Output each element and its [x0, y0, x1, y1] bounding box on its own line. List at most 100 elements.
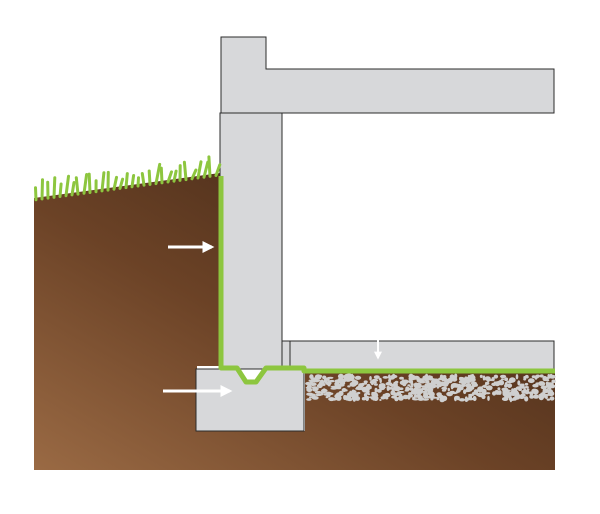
grass-tufts	[34, 155, 222, 202]
gravel-pebble	[408, 377, 413, 381]
gravel-pebble	[365, 385, 369, 389]
gravel-pebble	[385, 381, 393, 386]
gravel-pebble	[399, 376, 404, 380]
gravel-pebble	[487, 395, 490, 401]
gravel-pebble	[468, 393, 475, 397]
gravel-pebble	[485, 381, 490, 385]
gravel-pebble	[402, 394, 409, 400]
gravel-pebble	[441, 395, 448, 402]
gravel-pebble	[467, 397, 474, 401]
gravel-pebble	[313, 387, 320, 390]
gravel-pebble	[515, 386, 522, 390]
gravel-pebble	[350, 373, 354, 379]
gravel-pebble	[458, 398, 466, 402]
gravel-pebble	[394, 380, 399, 384]
gravel-pebble	[387, 387, 395, 390]
gravel-pebble	[337, 373, 344, 379]
gravel-pebble	[500, 374, 507, 379]
gravel-pebble	[493, 381, 497, 385]
gravel-pebble	[354, 375, 362, 380]
grass-blade	[82, 173, 89, 195]
gravel-pebble	[528, 391, 535, 395]
gravel-pebble	[545, 394, 548, 399]
gravel-pebble	[325, 391, 332, 395]
gravel-pebble	[465, 376, 471, 380]
gravel-pebble	[386, 385, 390, 392]
gravel-pebble	[464, 389, 471, 393]
gravel-pebble	[308, 396, 314, 399]
gravel-pebble	[309, 374, 314, 380]
gravel-pebble	[398, 390, 405, 394]
gravel-pebble	[451, 383, 458, 388]
gravel-pebble	[430, 397, 434, 401]
grass-blade	[118, 177, 125, 190]
gravel-pebble	[538, 393, 544, 397]
grass-blade	[214, 163, 222, 177]
gravel-pebble	[415, 382, 422, 389]
gravel-pebble	[369, 376, 372, 381]
gravel-pebble	[524, 386, 529, 389]
gravel-pebble	[394, 396, 399, 402]
gravel-pebble	[464, 398, 468, 402]
gravel-pebble	[327, 376, 334, 379]
grass-blade	[124, 172, 129, 190]
gravel-pebble	[344, 389, 348, 392]
grass-blade	[159, 166, 164, 185]
gravel-pebble	[361, 382, 365, 386]
gravel-pebble	[538, 381, 543, 386]
gravel-pebble	[485, 385, 493, 391]
gravel-pebble	[427, 382, 433, 389]
gravel-pebble	[479, 374, 483, 378]
waterproofing-membrane	[218, 176, 555, 385]
gravel-pebble	[325, 381, 332, 386]
gravel-pebble	[351, 396, 358, 401]
gravel-pebble	[515, 390, 519, 395]
gravel-pebble	[412, 398, 419, 401]
gravel-pebble	[523, 377, 527, 381]
gravel-pebble	[521, 389, 528, 394]
gravel-pebble	[371, 391, 375, 395]
gravel-pebble	[418, 397, 424, 400]
gravel-pebble	[399, 380, 407, 386]
gravel-pebble	[311, 382, 315, 387]
gravel-pebble	[500, 378, 505, 381]
gravel-pebble	[344, 373, 351, 380]
gravel-pebble	[364, 382, 367, 385]
gravel-pebble	[306, 398, 312, 401]
gravel-pebble	[473, 389, 479, 394]
grass-blade	[87, 172, 92, 194]
gravel-pebble	[441, 389, 446, 392]
gravel-pebble	[315, 393, 323, 397]
gravel-pebble	[474, 383, 478, 387]
gravel-pebble	[314, 379, 321, 382]
gravel-pebble	[407, 384, 411, 387]
gravel-pebble	[382, 376, 389, 379]
gravel-pebble	[394, 386, 401, 392]
gravel-pebble	[378, 384, 384, 389]
gravel-pebble	[388, 378, 392, 383]
gravel-pebble	[424, 386, 428, 391]
gravel-pebble	[502, 387, 509, 393]
gravel-pebble	[485, 392, 491, 395]
grass-blade	[154, 162, 162, 186]
gravel-pebble	[306, 384, 312, 389]
gravel-pebble	[432, 380, 435, 383]
gravel-pebble	[529, 395, 535, 399]
gravel-pebble	[341, 379, 346, 383]
gravel-pebble	[481, 388, 487, 394]
gravel-pebble	[533, 375, 539, 379]
gravel-pebble	[426, 395, 432, 399]
grass-blade	[130, 174, 136, 189]
gravel-pebble	[344, 395, 352, 401]
gravel-pebble	[508, 377, 516, 383]
gravel-pebble	[372, 397, 379, 401]
gravel-pebble	[524, 382, 529, 386]
gravel-pebble	[307, 389, 313, 392]
gravel-pebble	[372, 393, 379, 398]
gravel-pebble	[357, 391, 361, 395]
gravel-pebble	[309, 393, 313, 397]
gravel-pebble	[549, 373, 553, 379]
gravel-pebble	[476, 393, 483, 397]
gravel-pebble	[379, 399, 382, 401]
